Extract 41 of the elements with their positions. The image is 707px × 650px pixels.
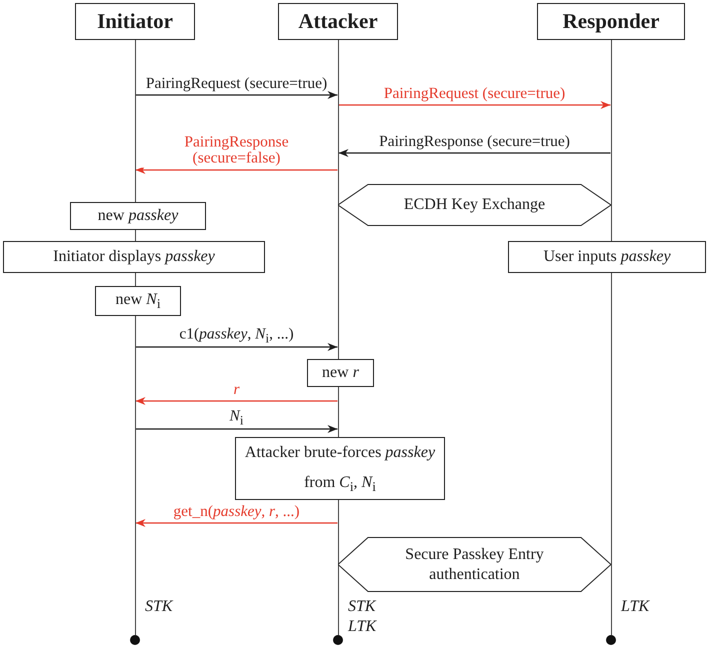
lifeline — [610, 40, 612, 635]
step-text: new passkey — [98, 206, 178, 226]
participant-name: Responder — [562, 8, 660, 34]
edge-label: PairingRequest (secure=true) — [384, 86, 566, 102]
message-arrow — [338, 149, 610, 157]
phase-text: Secure Passkey Entry authentication — [404, 545, 545, 584]
step-text: Attacker brute-forces passkey from C$_{i}$, N$_{i}$ — [244, 442, 436, 496]
step-text: Initiator displays passkey — [53, 247, 215, 267]
step-text: new N$_{i}$ — [115, 290, 161, 312]
step-box — [508, 241, 706, 273]
step-box — [3, 241, 265, 273]
participant-box — [278, 3, 398, 40]
participant-box — [537, 3, 685, 40]
message-arrow — [136, 425, 338, 433]
message-arrow — [338, 101, 610, 109]
key-label: LTK — [348, 617, 376, 637]
message-arrow — [136, 91, 338, 99]
key-label: STK — [348, 597, 376, 617]
edge-label: N$_{i}$ — [230, 408, 244, 427]
phase-text: ECDH Key Exchange — [404, 195, 546, 215]
key-label: LTK — [621, 597, 650, 617]
participant-name: Attacker — [298, 8, 378, 34]
participant-box — [75, 3, 195, 40]
edge-label: c1(passkey, N$_{i}$, ...) — [179, 326, 294, 345]
step-box — [307, 359, 374, 387]
edge-label: get_n(passkey, r, ...) — [173, 504, 300, 520]
step-box — [70, 202, 206, 230]
step-text: User inputs passkey — [543, 247, 671, 267]
phase-hexagon — [338, 184, 611, 226]
edge-label: PairingRequest (secure=true) — [146, 76, 328, 92]
edge-label: PairingResponse (secure=true) — [379, 134, 570, 150]
phase-hexagon — [338, 537, 611, 592]
step-box — [95, 286, 181, 316]
participant-name: Initiator — [97, 8, 173, 34]
message-arrow — [136, 519, 338, 527]
message-arrow — [136, 343, 338, 351]
message-arrow — [136, 397, 338, 405]
message-arrow — [136, 166, 338, 174]
key-label: STK — [145, 597, 173, 617]
step-text: new r — [322, 363, 359, 383]
step-box — [235, 437, 445, 500]
